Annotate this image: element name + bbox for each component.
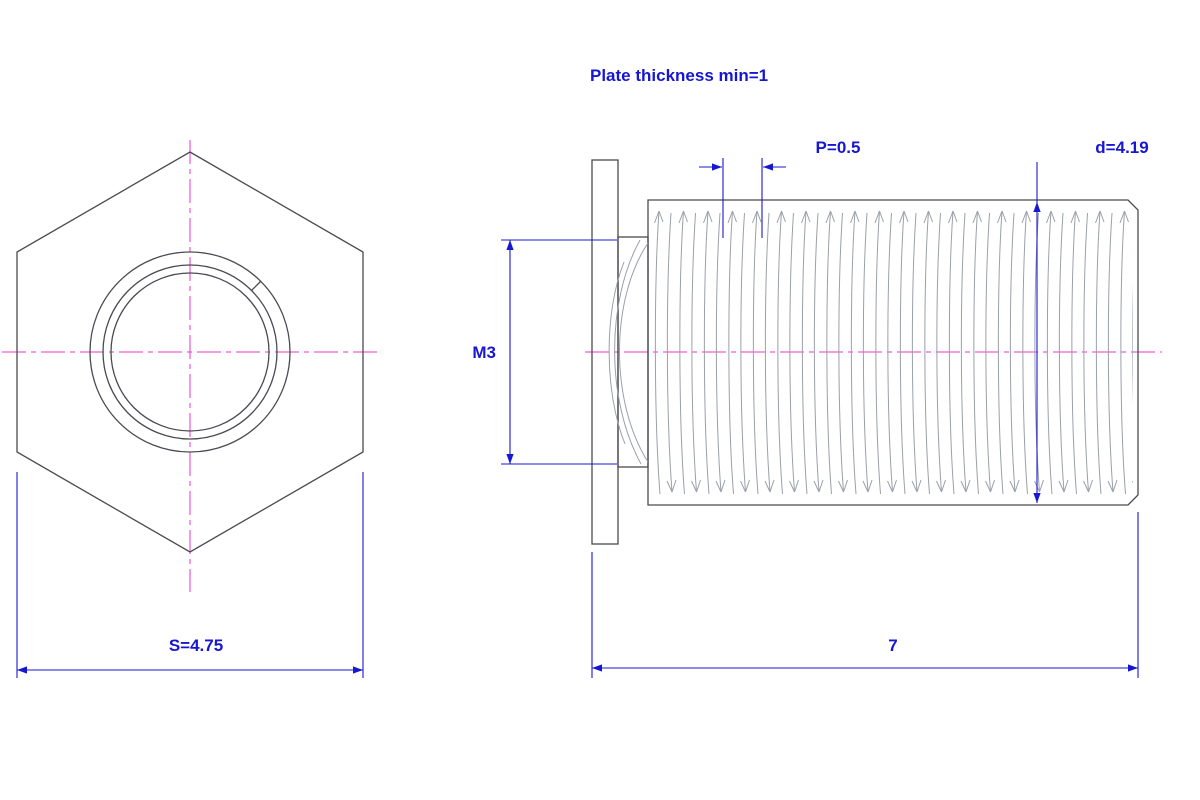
front-view-hexagon (16, 151, 364, 553)
annotation-labels: Plate thickness min=1 P=0.5 d=4.19 M3 S=… (169, 66, 1149, 655)
body-outline (647, 199, 1139, 506)
plate-thickness-label: Plate thickness min=1 (590, 66, 768, 85)
side-view-standoff (591, 159, 1139, 545)
thread-size-label: M3 (472, 343, 496, 362)
outer-diameter-label: d=4.19 (1095, 138, 1148, 157)
outer-bore-circle (89, 251, 291, 453)
hexagon-outline (16, 151, 364, 553)
runout-arc-3 (608, 261, 626, 445)
thread-pattern-area (652, 203, 1133, 502)
pitch-label: P=0.5 (816, 138, 861, 157)
thread-minor-circle (110, 272, 270, 432)
thread-major-circle (102, 264, 278, 440)
dimension-lines (16, 158, 1139, 678)
thread-runout-curves (608, 239, 649, 465)
runout-arc-2 (614, 239, 642, 465)
width-across-flats-label: S=4.75 (169, 636, 223, 655)
overall-length-label: 7 (888, 636, 897, 655)
runout-arc-1 (619, 242, 649, 463)
thread-lead-line (251, 280, 262, 291)
